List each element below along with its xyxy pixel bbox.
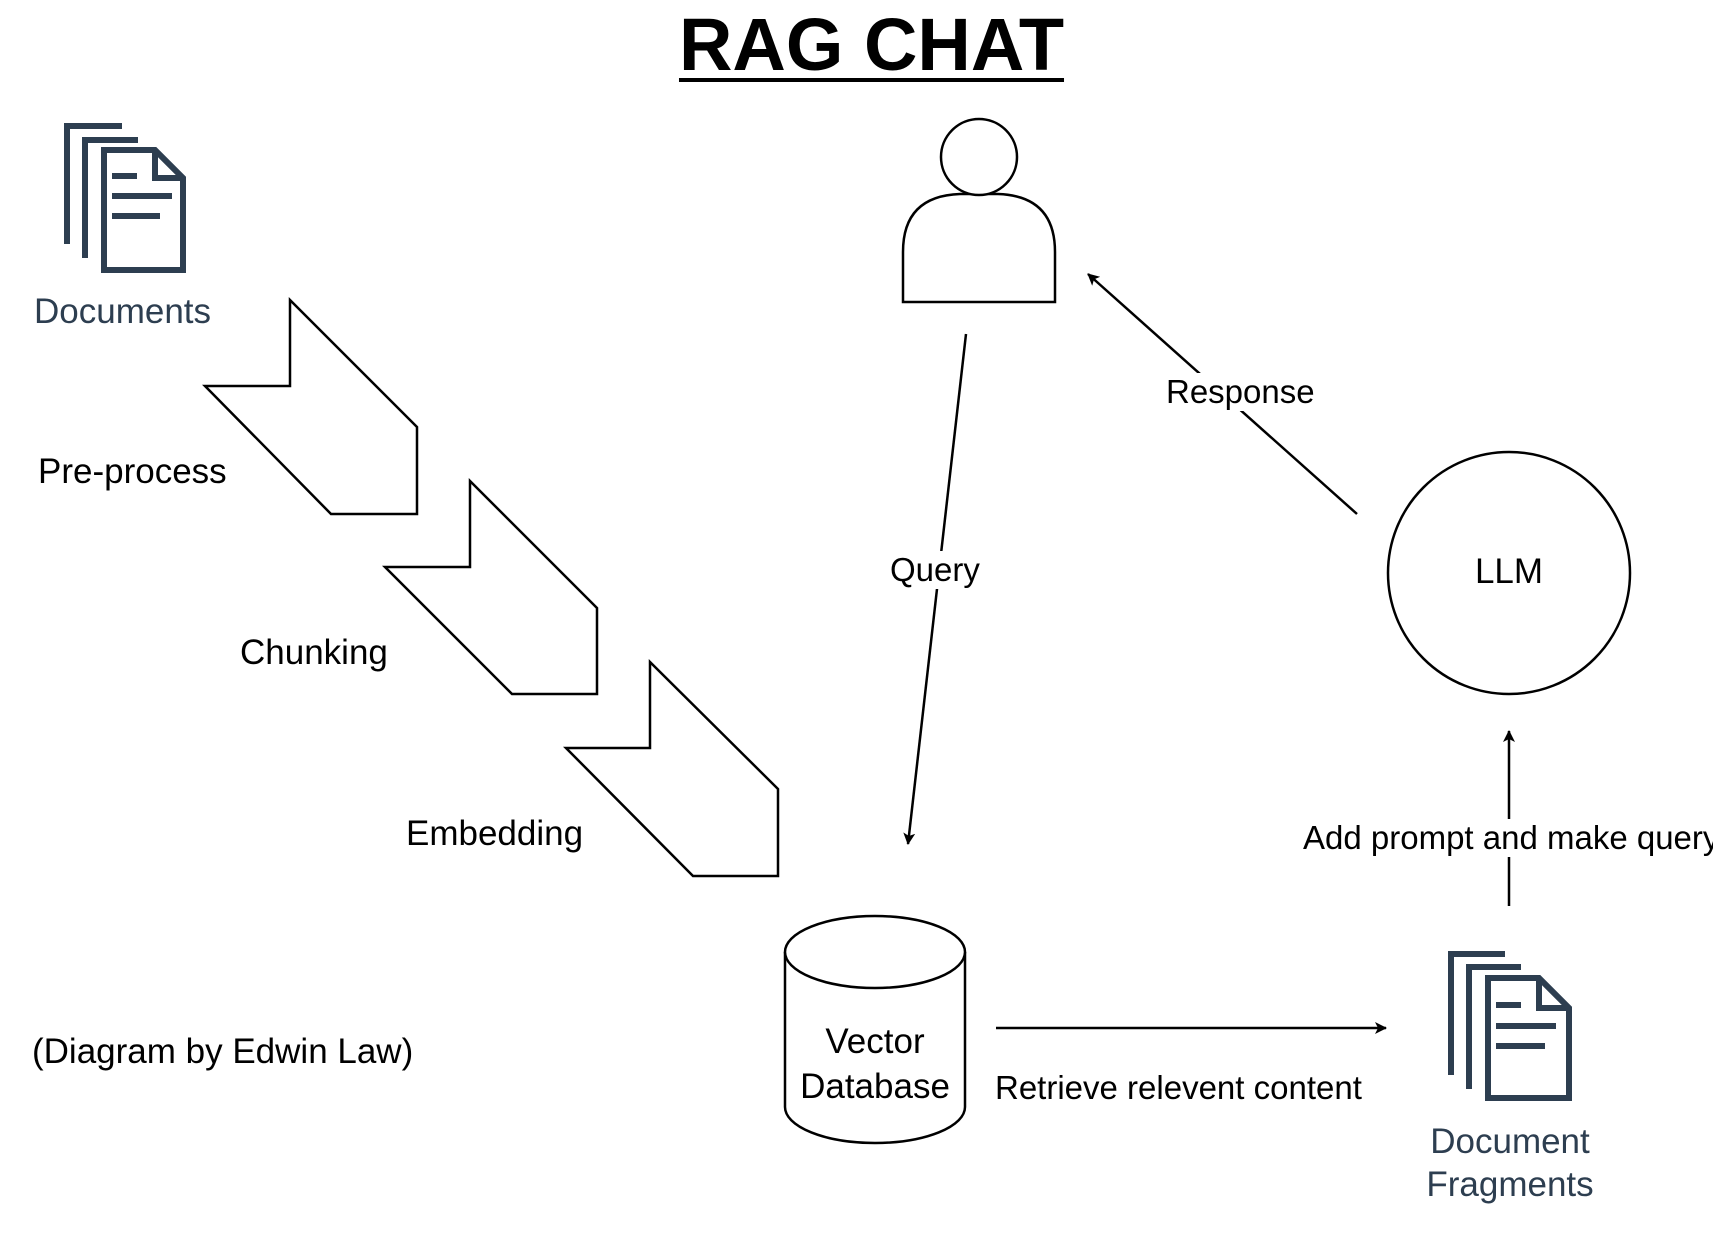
chunking-label: Chunking: [240, 633, 388, 672]
add-prompt-label: Add prompt and make query: [1301, 819, 1713, 857]
preprocess-label: Pre-process: [38, 452, 227, 491]
documents-icon: [64, 123, 186, 273]
llm-label: LLM: [1474, 552, 1544, 591]
document-fragments-label-line2: Fragments: [1426, 1165, 1594, 1204]
query-arrow: [903, 333, 968, 845]
vector-database-cylinder: [783, 914, 967, 1145]
user-icon: [901, 117, 1057, 304]
vector-database-label-line1: Vector: [825, 1022, 925, 1061]
credit-text: (Diagram by Edwin Law): [32, 1032, 414, 1071]
page-title: RAG CHAT: [678, 3, 1065, 86]
preprocess-chevron: [202, 296, 419, 516]
document-fragments-label-line1: Document: [1430, 1122, 1590, 1161]
document-fragments-icon: [1448, 951, 1572, 1101]
query-label: Query: [888, 551, 982, 589]
llm-circle: [1386, 450, 1632, 696]
documents-label: Documents: [34, 292, 212, 331]
response-label: Response: [1164, 373, 1317, 411]
vector-database-label-line2: Database: [800, 1067, 950, 1106]
chunking-chevron: [381, 477, 599, 696]
embedding-chevron: [562, 658, 780, 878]
embedding-label: Embedding: [406, 814, 584, 853]
retrieve-label: Retrieve relevent content: [993, 1069, 1364, 1107]
